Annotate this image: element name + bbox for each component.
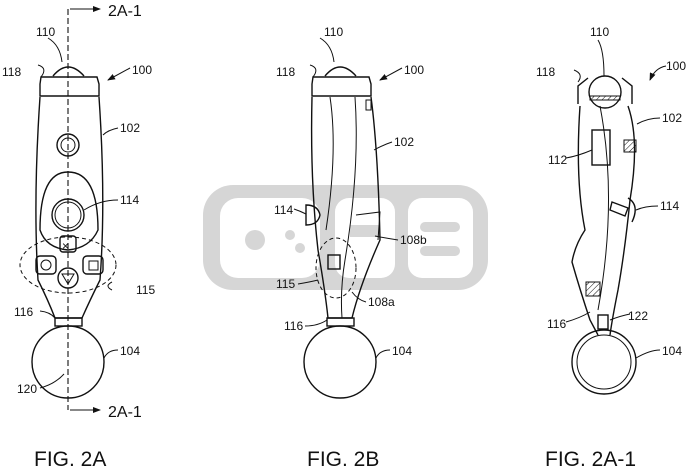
watermark-logo	[203, 185, 488, 290]
sphere-dome	[52, 66, 85, 77]
figure-caption: FIG. 2B	[307, 448, 379, 471]
label-104: 104	[120, 344, 140, 358]
label-115: 115	[136, 283, 155, 297]
body-102	[35, 96, 104, 319]
label-118: 118	[536, 65, 555, 79]
label-115: 115	[276, 277, 295, 291]
button-region-115	[315, 237, 357, 299]
label-108a: 108a	[368, 295, 395, 309]
label-102: 102	[394, 135, 414, 149]
section-marker-bottom: 2A-1	[108, 404, 142, 421]
label-100: 100	[132, 63, 152, 77]
label-110: 110	[590, 25, 609, 39]
label-110: 110	[324, 25, 343, 39]
component-112	[591, 129, 611, 166]
label-120: 120	[17, 382, 37, 396]
label-114: 114	[120, 193, 139, 207]
ball-104	[31, 325, 105, 399]
label-102: 102	[120, 121, 140, 135]
label-102: 102	[662, 111, 682, 125]
label-112: 112	[548, 153, 567, 167]
label-114: 114	[660, 199, 679, 213]
button-region-115	[19, 236, 117, 294]
label-116: 116	[14, 305, 33, 319]
svg-text:×: ×	[62, 239, 69, 253]
figure-caption: FIG. 2A	[34, 448, 106, 471]
label-116: 116	[547, 317, 566, 331]
label-110: 110	[36, 25, 55, 39]
figure-caption: FIG. 2A-1	[545, 448, 636, 471]
label-104: 104	[392, 344, 412, 358]
figure-2b: 110 118 100 102 114 108b 115 108a 116 10…	[274, 25, 427, 471]
label-122: 122	[628, 309, 648, 323]
figure-2a: 2A-1 2A-1 × 110 118 100 102 114 115 116 …	[2, 3, 155, 471]
label-114: 114	[274, 203, 293, 217]
label-118: 118	[2, 65, 21, 79]
figure-2a-1: 110 118 100 102 112 114 116 122 104 FIG.…	[536, 25, 686, 471]
section-marker-top: 2A-1	[108, 3, 142, 20]
label-116: 116	[284, 319, 303, 333]
label-108b: 108b	[400, 233, 427, 247]
cap	[39, 76, 100, 97]
label-100: 100	[666, 59, 686, 73]
label-104: 104	[662, 344, 682, 358]
trigger-114	[305, 204, 321, 226]
label-100: 100	[404, 63, 424, 77]
label-118: 118	[276, 65, 295, 79]
